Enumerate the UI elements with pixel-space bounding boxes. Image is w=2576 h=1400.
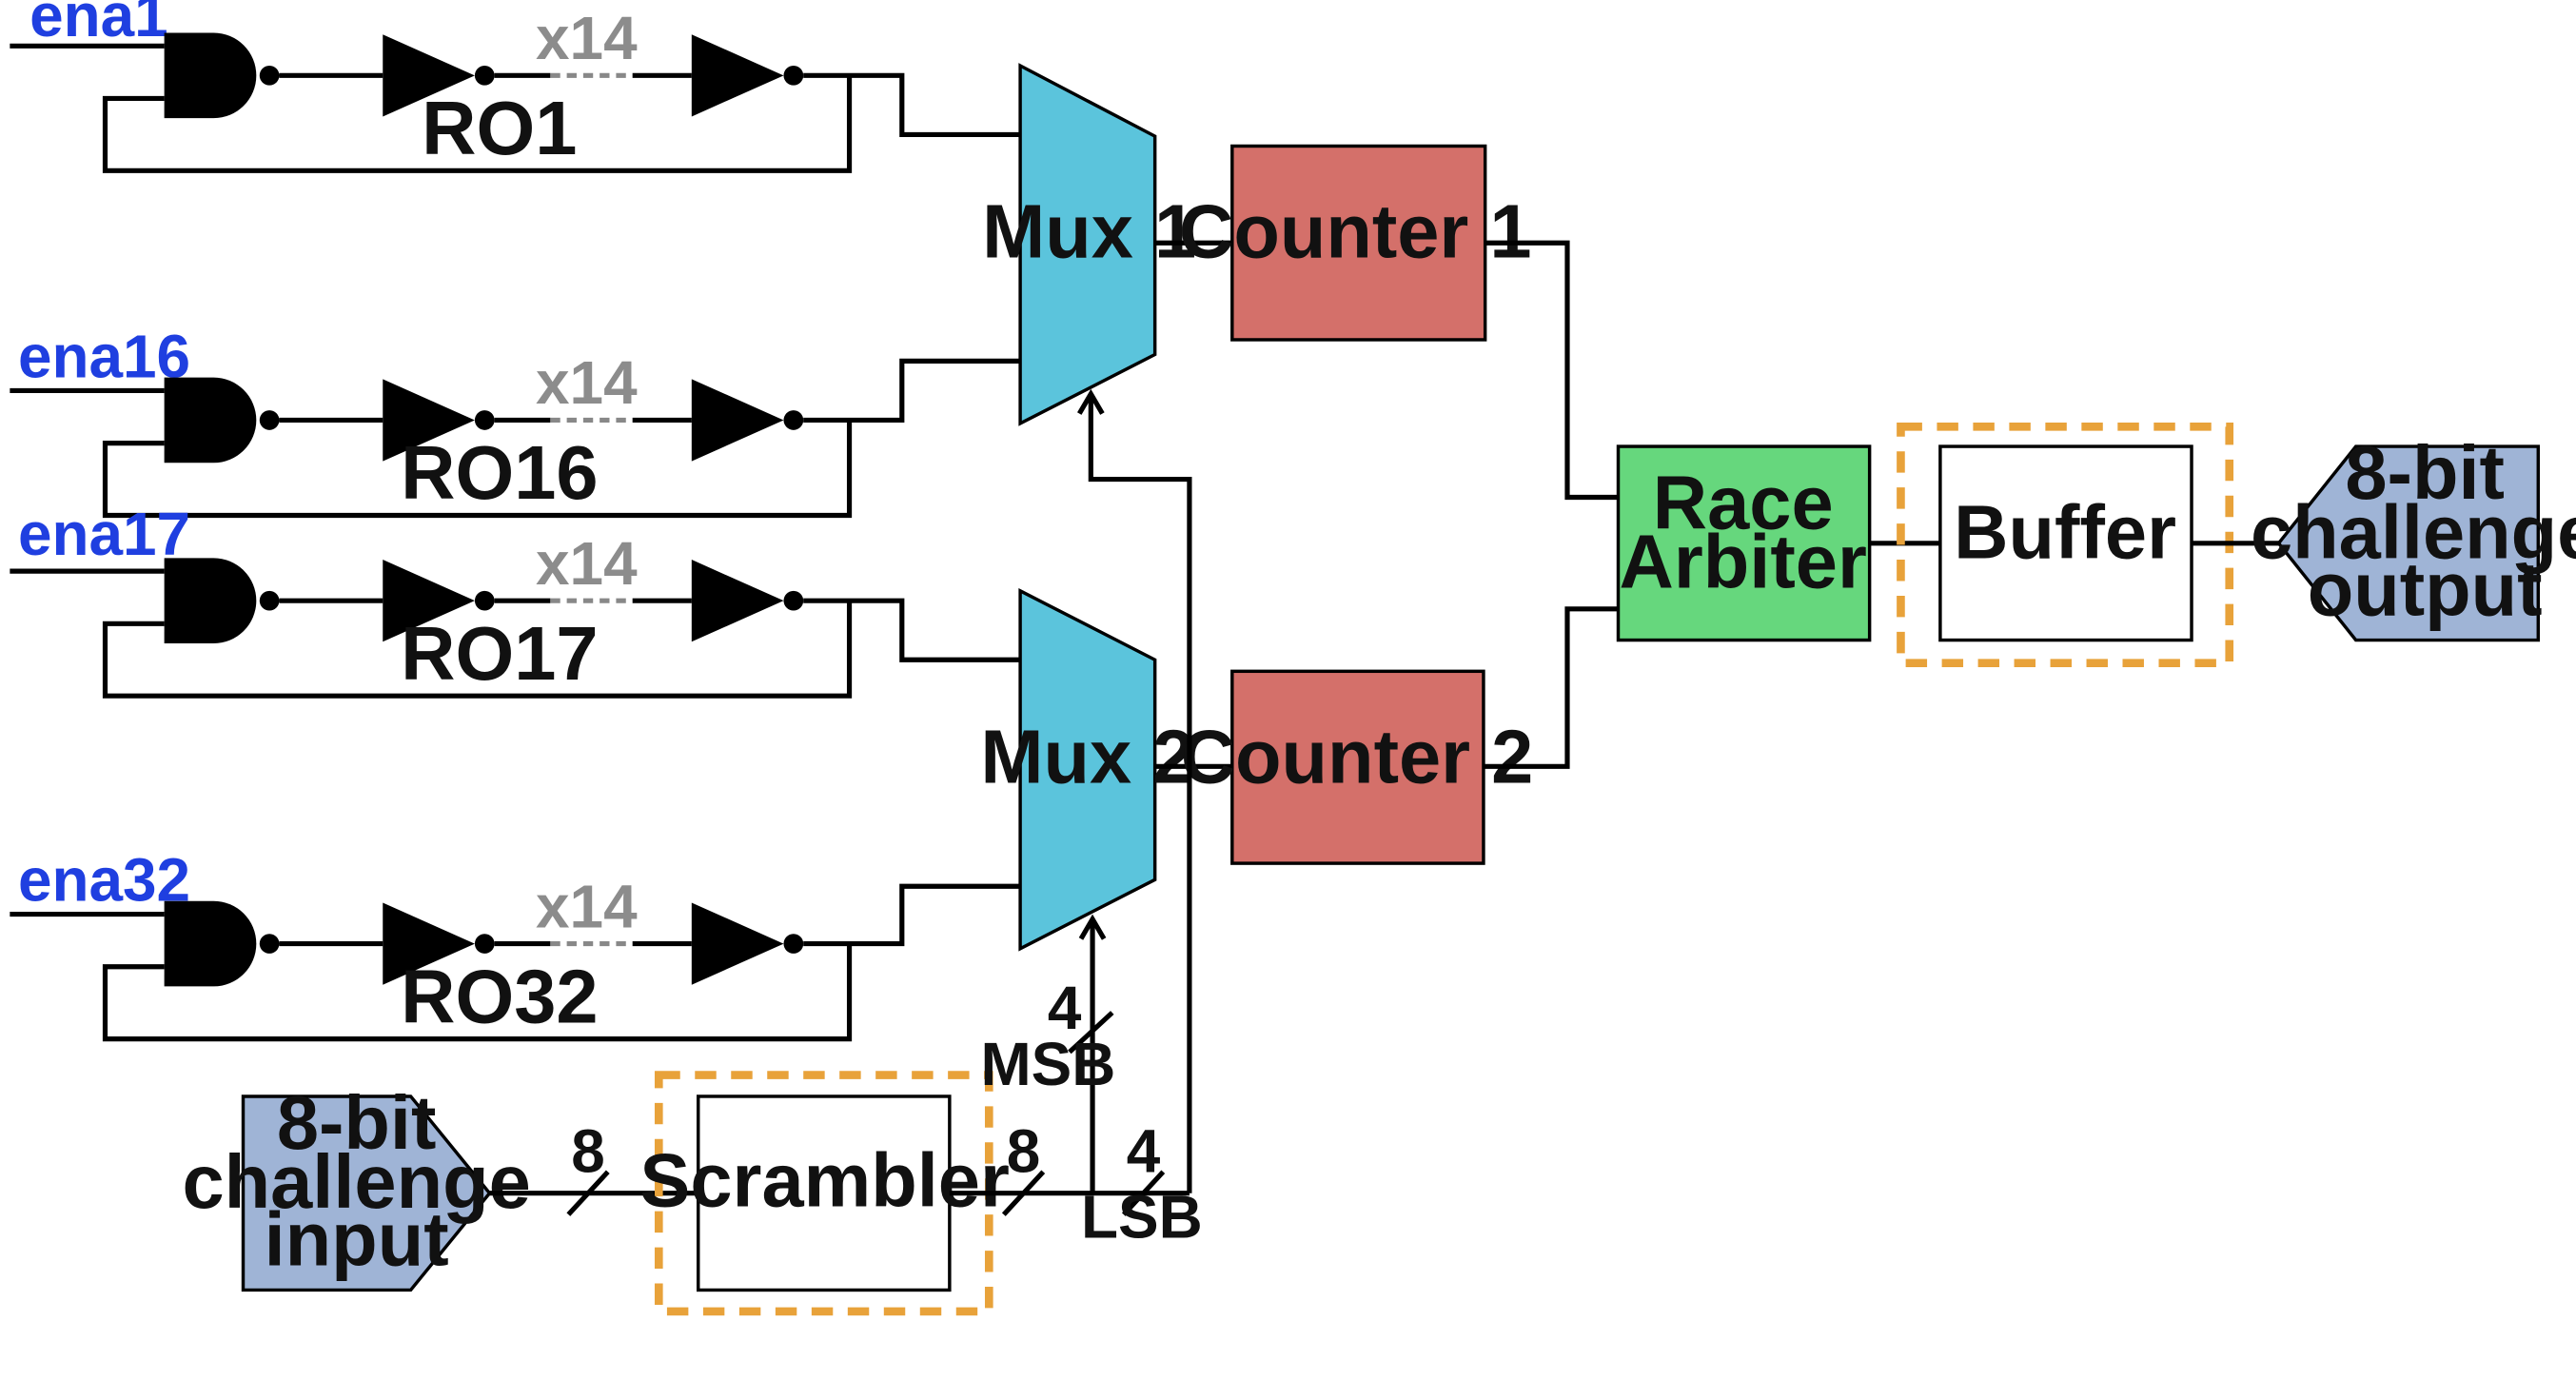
- repeat-count-label: x14: [536, 348, 638, 417]
- select-arrow-icon: [1078, 914, 1107, 940]
- input-label-line-2: challenge: [182, 1139, 530, 1224]
- counter-1: Counter 1: [1179, 144, 1532, 342]
- bus-width-slash: [566, 1170, 610, 1216]
- ring-oscillator-ro32: ena32 x14 RO32: [10, 846, 1021, 1042]
- inverter-icon: [691, 560, 804, 642]
- mux-label: Mux 2: [980, 715, 1194, 799]
- challenge-input: 8-bit challenge input: [182, 1080, 531, 1292]
- bus-width-slash: [1001, 1170, 1046, 1216]
- inverter-icon: [691, 34, 804, 117]
- bus-width-slash: [1121, 1170, 1166, 1216]
- ring-oscillator-ro1: ena1 x14 RO1: [10, 0, 1021, 173]
- nand-gate-icon: [164, 377, 280, 463]
- enable-label: ena32: [18, 846, 190, 915]
- ring-name-label: RO1: [422, 86, 577, 170]
- nand-gate-icon: [164, 32, 280, 119]
- enable-label: ena1: [29, 0, 168, 49]
- nand-gate-icon: [164, 558, 280, 644]
- ring-oscillator-ro17: ena17 x14 RO17: [10, 500, 1021, 699]
- ring-oscillator-ro16: ena16 x14 RO16: [10, 323, 1021, 519]
- race-arbiter: Race Arbiter: [1616, 444, 1872, 642]
- challenge-output: 8-bit challenge output: [2251, 430, 2576, 642]
- scrambler-label: Scrambler: [639, 1138, 1009, 1223]
- buffer-block: Buffer: [1897, 423, 2234, 668]
- output-label-line-1: 8-bit: [2345, 430, 2505, 515]
- nand-gate-icon: [164, 900, 280, 987]
- mux-label: Mux 1: [982, 189, 1196, 274]
- inverter-icon: [691, 379, 804, 462]
- arbiter-label-line-2: Arbiter: [1620, 519, 1867, 603]
- lsb-width-label: 4: [1127, 1116, 1161, 1185]
- buffer-label: Buffer: [1954, 489, 2176, 574]
- enable-label: ena16: [18, 323, 190, 391]
- ring-name-label: RO32: [401, 954, 598, 1038]
- select-arrow-icon: [1077, 388, 1105, 415]
- counter-label: Counter 1: [1179, 189, 1532, 274]
- repeat-count-label: x14: [536, 529, 638, 598]
- msb-label: MSB: [980, 1030, 1115, 1098]
- ring-name-label: RO17: [401, 611, 598, 696]
- scrambler-block: Scrambler: [639, 1071, 1010, 1316]
- counter-2: Counter 2: [1181, 669, 1534, 865]
- counter-label: Counter 2: [1181, 715, 1534, 799]
- output-label-line-2: challenge: [2251, 489, 2576, 574]
- ring-name-label: RO16: [401, 430, 598, 515]
- mux-2: Mux 2: [980, 587, 1194, 952]
- bus-width-slash: [1068, 1011, 1114, 1055]
- repeat-count-label: x14: [536, 4, 638, 72]
- bus-width-label: 8: [1007, 1116, 1041, 1185]
- mux-1: Mux 1: [982, 63, 1196, 426]
- bus-width-label: 8: [571, 1116, 605, 1185]
- input-label-line-3: input: [265, 1197, 449, 1282]
- lsb-label: LSB: [1081, 1182, 1203, 1251]
- arbiter-label-line-1: Race: [1653, 460, 1834, 544]
- inverter-icon: [691, 902, 804, 985]
- msb-width-label: 4: [1048, 974, 1082, 1042]
- input-label-line-1: 8-bit: [277, 1080, 437, 1165]
- output-label-line-3: output: [2308, 547, 2543, 632]
- enable-label: ena17: [18, 500, 190, 568]
- repeat-count-label: x14: [536, 872, 638, 940]
